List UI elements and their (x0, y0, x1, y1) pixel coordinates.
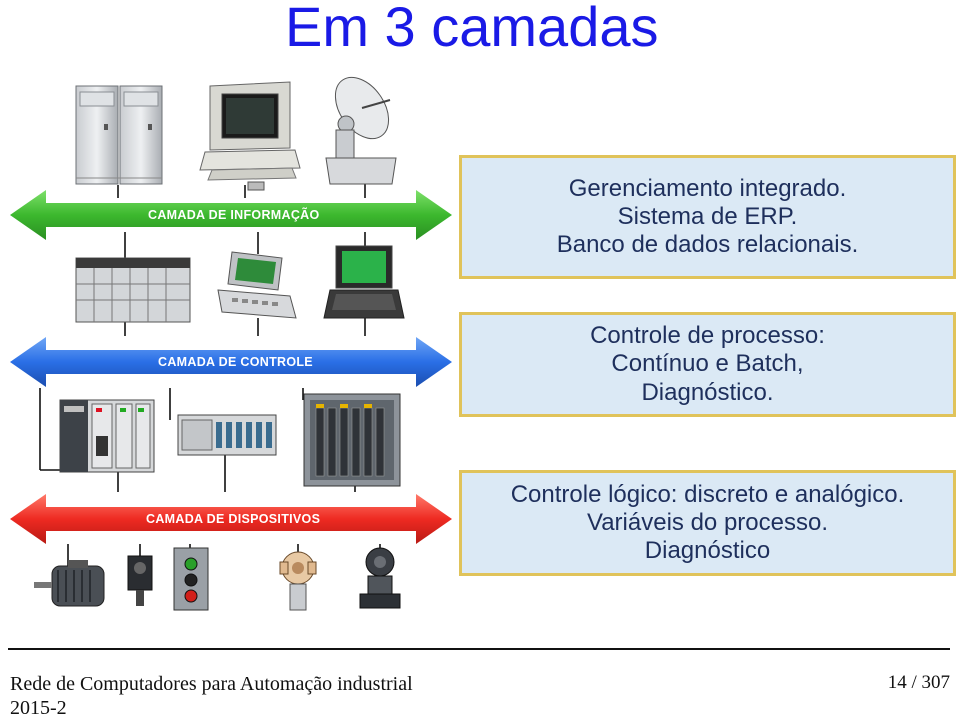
plc-icon (59, 399, 155, 473)
io-chassis-icon (303, 393, 401, 487)
io-module-icon (177, 414, 277, 456)
handheld-terminal-icon (217, 251, 297, 319)
motor-icon (34, 560, 105, 607)
push-button-station-icon (173, 547, 209, 611)
control-layer-description: Controle de processo: Contínuo e Batch, … (459, 312, 956, 417)
description-line: Controle lógico: discreto e analógico. (510, 480, 905, 508)
description-line: Diagnóstico (644, 537, 771, 565)
slide-title: Em 3 camadas (285, 0, 659, 58)
description-line: Sistema de ERP. (617, 202, 798, 230)
description-line: Diagnóstico. (641, 378, 774, 406)
band-label-devices: CAMADA DE DISPOSITIVOS (146, 512, 321, 526)
pressure-transmitter-icon (359, 547, 401, 609)
control-rack-icon (75, 257, 191, 323)
description-line: Gerenciamento integrado. (568, 174, 847, 202)
band-label-control: CAMADA DE CONTROLE (158, 355, 313, 369)
sensor-icon (127, 555, 153, 606)
laptop-icon (323, 245, 405, 319)
control-band-arrow (10, 337, 452, 387)
description-line: Controle de processo: (590, 322, 825, 350)
footer-course: Rede de Computadores para Automação indu… (10, 673, 413, 695)
server-rack-icon (75, 85, 163, 185)
satellite-dish-icon (325, 76, 397, 185)
device-band-arrow (10, 494, 452, 544)
information-band-arrow (10, 190, 452, 240)
valve-actuator-icon (279, 551, 317, 611)
band-label-information: CAMADA DE INFORMAÇÃO (148, 208, 320, 222)
footer-course-info: Rede de Computadores para Automação indu… (10, 672, 413, 720)
footer-divider (8, 648, 950, 650)
description-line: Banco de dados relacionais. (556, 231, 859, 259)
description-line: Contínuo e Batch, (611, 350, 804, 378)
footer-term: 2015-2 (10, 697, 67, 719)
page-number: 14 / 307 (887, 672, 950, 693)
workstation-icon (199, 81, 301, 191)
information-layer-description: Gerenciamento integrado. Sistema de ERP.… (459, 155, 956, 279)
description-line: Variáveis do processo. (586, 508, 828, 536)
device-layer-description: Controle lógico: discreto e analógico. V… (459, 470, 956, 576)
